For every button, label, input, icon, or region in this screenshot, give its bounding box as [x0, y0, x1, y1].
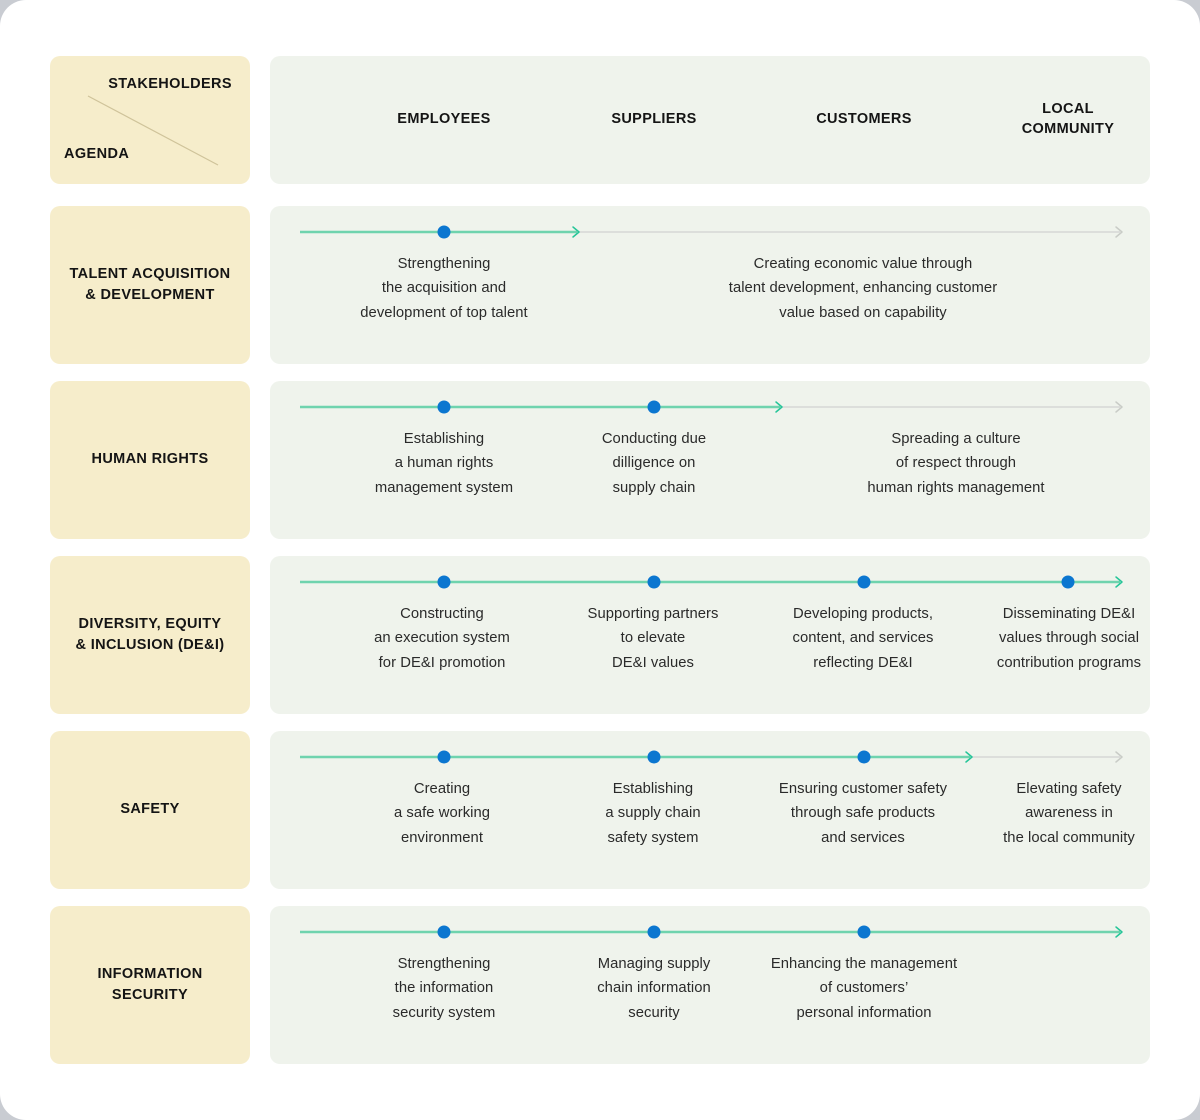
agenda-label-text: DIVERSITY, EQUITY& INCLUSION (DE&I) — [75, 615, 225, 653]
timeline-dot[interactable] — [857, 575, 871, 589]
timeline-dot[interactable] — [857, 925, 871, 939]
stakeholders-axis-label: STAKEHOLDERS — [108, 76, 232, 92]
timeline-dot[interactable] — [437, 750, 451, 764]
agenda-label-cell: TALENT ACQUISITION& DEVELOPMENT — [50, 206, 250, 364]
header-corner-cell: STAKEHOLDERS AGENDA — [50, 56, 250, 184]
timeline-dot[interactable] — [1061, 575, 1075, 589]
timeline-dot[interactable] — [647, 400, 661, 414]
agenda-axis-label: AGENDA — [64, 146, 130, 162]
column-header-employees: EMPLOYEES — [397, 111, 491, 128]
matrix-header-row: STAKEHOLDERS AGENDA EMPLOYEES SUPPLIERS CU… — [50, 56, 1150, 184]
agenda-item-text: Developing products,content, and service… — [792, 606, 934, 671]
timeline-dot[interactable] — [857, 750, 871, 764]
timeline-dot[interactable] — [437, 225, 451, 239]
timeline-dot[interactable] — [647, 750, 661, 764]
matrix-grid: STAKEHOLDERS AGENDA EMPLOYEES SUPPLIERS CU… — [50, 56, 1150, 1064]
agenda-label-text: TALENT ACQUISITION& DEVELOPMENT — [69, 265, 231, 303]
timeline-dot[interactable] — [437, 400, 451, 414]
timeline-dot[interactable] — [647, 925, 661, 939]
column-header-customers: CUSTOMERS — [816, 111, 912, 128]
matrix-row: DIVERSITY, EQUITY& INCLUSION (DE&I) Const… — [50, 556, 1150, 714]
agenda-label-cell: HUMAN RIGHTS — [50, 381, 250, 539]
agenda-label-cell: SAFETY — [50, 731, 250, 889]
timeline-dot[interactable] — [647, 575, 661, 589]
agenda-label-text: SAFETY — [120, 801, 180, 818]
timeline-dot[interactable] — [437, 925, 451, 939]
agenda-label-text: HUMAN RIGHTS — [91, 451, 209, 468]
timeline-dot[interactable] — [437, 575, 451, 589]
column-header-suppliers: SUPPLIERS — [611, 111, 697, 128]
agenda-label-cell: DIVERSITY, EQUITY& INCLUSION (DE&I) — [50, 556, 250, 714]
matrix-row: TALENT ACQUISITION& DEVELOPMENT Strengthe… — [50, 206, 1150, 364]
